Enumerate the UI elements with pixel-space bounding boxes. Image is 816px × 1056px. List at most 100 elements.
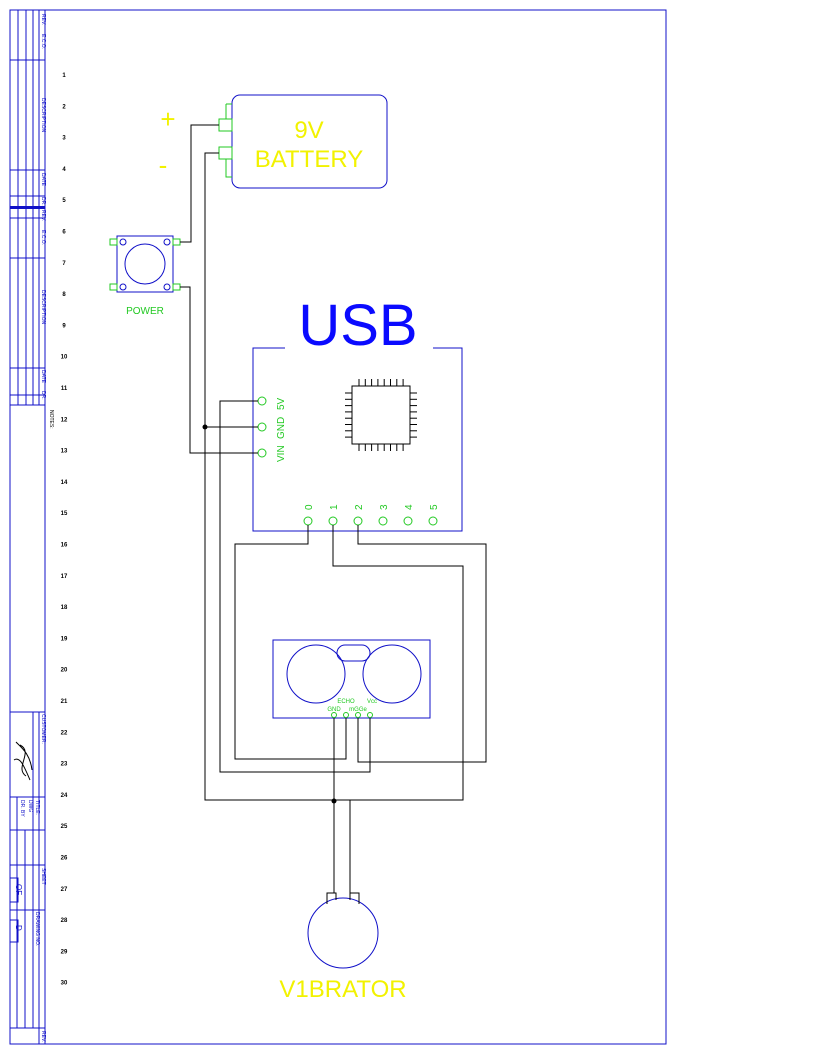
of-box xyxy=(9,877,19,903)
sensor-transducer-left xyxy=(286,644,346,704)
digital-pin-pad xyxy=(403,516,413,526)
notes-label: NOTES: xyxy=(48,410,54,429)
digital-pin-pad xyxy=(428,516,438,526)
vibrator-motor xyxy=(307,897,379,969)
dr-by-label: DR. BY xyxy=(19,800,25,817)
description-label-2: DESCRIPTION xyxy=(40,290,46,325)
description-label: DESCRIPTION xyxy=(40,98,46,133)
row-number: 9 xyxy=(62,323,66,329)
row-number: 17 xyxy=(61,574,68,580)
digital-pin-pad xyxy=(328,516,338,526)
row-number: 5 xyxy=(62,198,66,204)
eco-label-2: E.C.O. xyxy=(40,230,46,245)
row-number: 11 xyxy=(61,386,68,392)
pin-5v-label: 5V xyxy=(276,397,287,410)
digital-pin-pad xyxy=(303,516,313,526)
row-number: 14 xyxy=(61,480,68,486)
rev-label: REV. xyxy=(40,14,46,25)
junction-ground-tap xyxy=(202,424,208,430)
digital-pin-label: 1 xyxy=(329,504,340,510)
sensor-echo-label: ECHO xyxy=(337,699,355,705)
battery-label-line2: BATTERY xyxy=(255,146,363,173)
wire-battery-minus-ground xyxy=(204,152,333,801)
battery-label-line1: 9V xyxy=(294,117,323,144)
digital-pin-label: 5 xyxy=(429,504,440,510)
row-number: 2 xyxy=(62,104,66,110)
pin-vin-label: VIN xyxy=(276,445,287,462)
digital-pin-label: 3 xyxy=(379,504,390,510)
sheet-label: SHEET xyxy=(40,868,46,885)
power-label: POWER xyxy=(126,306,164,317)
power-switch-leads xyxy=(109,238,181,291)
power-switch-pads xyxy=(119,238,171,291)
microcontroller-chip xyxy=(351,385,411,445)
row-number: 23 xyxy=(61,762,68,768)
sensor-trig-label: mGGe xyxy=(349,707,367,713)
sensor-gnd-label: GND xyxy=(327,707,341,713)
sensor-transducer-right xyxy=(362,644,422,704)
usb-label: USB xyxy=(298,293,417,358)
dr-label: DR. xyxy=(40,197,46,206)
wiring xyxy=(180,124,487,893)
battery-body xyxy=(231,94,388,189)
row-number: 16 xyxy=(61,543,68,549)
digital-pin-label: 0 xyxy=(304,504,315,510)
row-number: 20 xyxy=(61,668,68,674)
battery-terminal-leads xyxy=(225,103,232,178)
row-number: 29 xyxy=(61,949,68,955)
date-label: DATE xyxy=(40,173,46,187)
row-number: 1 xyxy=(62,73,66,79)
date-label-2: DATE xyxy=(40,370,46,384)
vibrator-label: V1BRATOR xyxy=(279,976,406,1003)
sensor-vcc-label: Vcc xyxy=(367,699,377,705)
dr-label-2: DR. xyxy=(40,391,46,400)
pin-gnd-label: GND xyxy=(276,417,287,439)
digital-pin-label: 4 xyxy=(404,504,415,510)
microcontroller-pins xyxy=(345,379,417,451)
row-number: 19 xyxy=(61,636,68,642)
customer-label: CUSTOMER: xyxy=(40,714,46,744)
wire-pin2-to-sensor-trig xyxy=(357,525,487,763)
row-number: 18 xyxy=(61,605,68,611)
row-number: 26 xyxy=(61,856,68,862)
wire-5v-to-sensor-vcc xyxy=(219,400,371,773)
revision-table xyxy=(10,10,45,406)
row-number: 27 xyxy=(61,887,68,893)
row-number: 28 xyxy=(61,918,68,924)
row-number: 22 xyxy=(61,730,68,736)
drawing-frame xyxy=(9,9,667,1045)
drawing-no-label: DRAWING NO. xyxy=(34,912,40,946)
row-number: 15 xyxy=(61,511,68,517)
wire-switch-to-vin xyxy=(180,286,258,454)
row-number: 30 xyxy=(61,981,68,987)
digital-pin-pad xyxy=(378,516,388,526)
power-switch-button xyxy=(124,243,166,285)
rev-label-2: REV. xyxy=(40,210,46,221)
row-number: 4 xyxy=(62,167,66,173)
battery-plus-terminal xyxy=(218,118,233,132)
row-number: 21 xyxy=(61,699,68,705)
row-number: 10 xyxy=(61,355,68,361)
power-switch-body xyxy=(116,235,174,293)
wire-pin1-to-vibrator xyxy=(332,525,464,893)
title-block xyxy=(10,711,45,1044)
ultrasonic-sensor-body xyxy=(272,639,431,719)
row-number: 8 xyxy=(62,292,66,298)
wire-battery-plus-to-switch xyxy=(180,124,219,243)
eco-label: E.C.O. xyxy=(40,34,46,49)
row-number: 12 xyxy=(61,417,68,423)
arduino-power-pin-pads xyxy=(257,396,267,458)
wire-pin0-to-sensor-echo xyxy=(234,525,347,760)
digital-pin-pad xyxy=(353,516,363,526)
row-number: 3 xyxy=(62,136,66,142)
sensor-crystal xyxy=(336,644,371,662)
sensor-pin-pads xyxy=(331,712,373,718)
junction-ground-bus xyxy=(331,798,337,804)
company-logo xyxy=(13,741,33,781)
dwg-label: DWG xyxy=(27,800,33,812)
revision-divider-bar xyxy=(10,206,45,209)
row-number: 24 xyxy=(61,793,68,799)
battery-plus-sign: + xyxy=(160,104,175,134)
